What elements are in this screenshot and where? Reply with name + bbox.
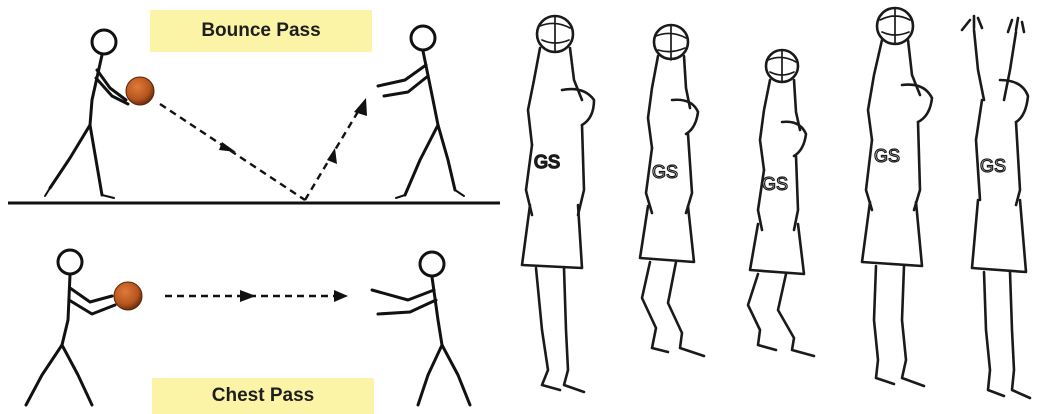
bib-letters-5: GS — [980, 156, 1006, 176]
bounce-passer-figure — [45, 30, 128, 198]
bib-letters-1: GS — [534, 152, 560, 172]
bounce-ball — [126, 77, 154, 105]
bib-letters-2: GS — [652, 162, 678, 182]
bounce-arrow-up-mid — [327, 148, 337, 164]
shooter-figure-4: GS — [862, 8, 932, 386]
bounce-receiver-figure — [378, 26, 464, 198]
chest-arrow-end — [334, 290, 348, 302]
shooter-figure-1: GS — [522, 16, 594, 392]
shooting-sequence-svg: GS GS GS — [512, 0, 1037, 414]
bounce-path-down — [160, 104, 305, 200]
bounce-pass-label: Bounce Pass — [150, 10, 372, 52]
shooter-figure-5: GS — [962, 16, 1030, 398]
bounce-arrow-down — [219, 142, 236, 152]
chest-receiver-figure — [372, 252, 470, 405]
bib-letters-3: GS — [762, 174, 788, 194]
shooting-sequence-panel: GS GS GS — [512, 0, 1037, 414]
chest-passer-figure — [26, 250, 115, 405]
chest-pass-label: Chest Pass — [152, 378, 374, 414]
shooter-figure-2: GS — [640, 25, 704, 356]
bib-letters-4: GS — [874, 146, 900, 166]
pass-diagram-svg — [0, 0, 510, 414]
pass-diagram-panel: Bounce Pass Chest Pass — [0, 0, 510, 414]
shooter-figure-3: GS — [748, 50, 814, 356]
chest-arrow-mid — [240, 290, 256, 302]
chest-ball — [114, 282, 142, 310]
